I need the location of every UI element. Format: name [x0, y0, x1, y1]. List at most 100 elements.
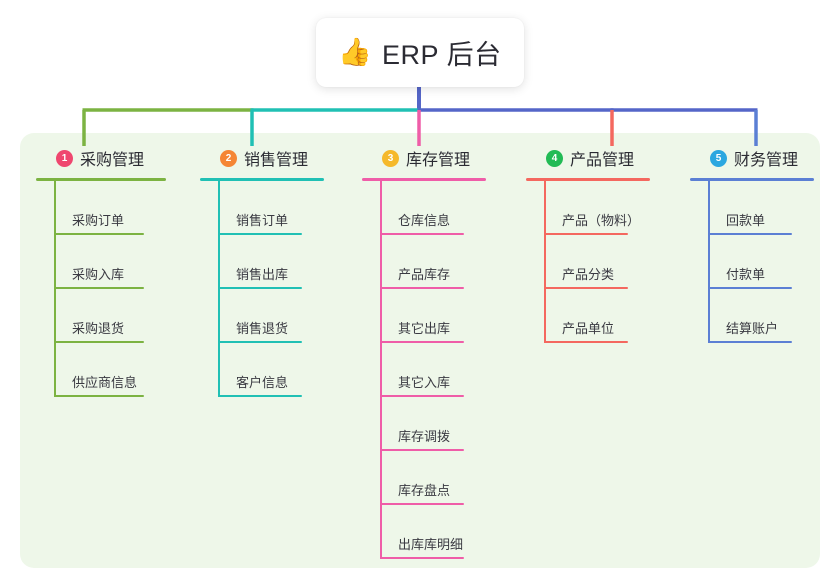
module-item-label: 销售退货 — [236, 321, 289, 336]
module-column-5: 5 财务管理回款单付款单结算账户 — [690, 146, 814, 343]
module-header-5[interactable]: 5 财务管理 — [690, 146, 814, 170]
module-item-underline — [380, 233, 464, 235]
module-item[interactable]: 其它入库 — [362, 343, 486, 397]
module-underline — [526, 178, 650, 181]
module-item[interactable]: 供应商信息 — [36, 343, 166, 397]
module-index-badge: 4 — [546, 149, 563, 167]
module-item-underline — [380, 449, 464, 451]
module-item-label: 产品单位 — [562, 321, 615, 336]
module-item[interactable]: 采购退货 — [36, 289, 166, 343]
module-item-label: 供应商信息 — [72, 375, 138, 390]
module-item-list: 产品（物料） 产品分类产品单位 — [526, 181, 650, 343]
module-item-label: 采购退货 — [72, 321, 125, 336]
module-item[interactable]: 客户信息 — [200, 343, 324, 397]
module-index-badge: 3 — [382, 149, 399, 167]
module-item-underline — [54, 341, 144, 343]
module-item-underline — [380, 287, 464, 289]
module-item[interactable]: 销售订单 — [200, 181, 324, 235]
module-item-list: 仓库信息产品库存其它出库其它入库库存调拨库存盘点出库库明细 — [362, 181, 486, 559]
module-column-1: 1 采购管理采购订单采购入库采购退货供应商信息 — [36, 146, 166, 397]
module-item[interactable]: 库存盘点 — [362, 451, 486, 505]
module-item-label: 付款单 — [726, 267, 766, 282]
module-index-badge: 5 — [710, 149, 727, 167]
module-item-label: 产品库存 — [398, 267, 451, 282]
module-header-2[interactable]: 2 销售管理 — [200, 146, 324, 170]
module-item-list: 采购订单采购入库采购退货供应商信息 — [36, 181, 166, 397]
module-item-label: 产品（物料） — [562, 213, 641, 228]
module-column-4: 4 产品管理产品（物料） 产品分类产品单位 — [526, 146, 650, 343]
module-item-underline — [218, 233, 302, 235]
root-node-title: ERP 后台 — [382, 40, 502, 70]
module-index-badge: 2 — [220, 149, 237, 167]
module-title: 财务管理 — [734, 152, 799, 169]
module-item[interactable]: 产品库存 — [362, 235, 486, 289]
module-item-underline — [544, 287, 628, 289]
module-item-list: 回款单付款单结算账户 — [690, 181, 814, 343]
module-item-underline — [708, 287, 792, 289]
module-item[interactable]: 出库库明细 — [362, 505, 486, 559]
module-title: 采购管理 — [80, 152, 145, 169]
module-index-badge: 1 — [56, 149, 73, 167]
module-item-label: 其它出库 — [398, 321, 451, 336]
module-item-underline — [54, 287, 144, 289]
module-underline — [36, 178, 166, 181]
module-item-spine — [218, 181, 220, 397]
module-item[interactable]: 库存调拨 — [362, 397, 486, 451]
module-item-underline — [218, 395, 302, 397]
module-underline — [362, 178, 486, 181]
module-title: 销售管理 — [244, 152, 309, 169]
module-item[interactable]: 产品（物料） — [526, 181, 650, 235]
module-item-label: 采购入库 — [72, 267, 125, 282]
module-item-label: 出库库明细 — [398, 537, 464, 552]
module-item-underline — [218, 287, 302, 289]
module-item-label: 结算账户 — [726, 321, 779, 336]
module-item[interactable]: 仓库信息 — [362, 181, 486, 235]
module-item-label: 回款单 — [726, 213, 766, 228]
module-item-label: 销售出库 — [236, 267, 289, 282]
module-item-spine — [544, 181, 546, 343]
module-item-underline — [380, 557, 464, 559]
module-item-underline — [54, 395, 144, 397]
module-item-underline — [708, 233, 792, 235]
module-item[interactable]: 其它出库 — [362, 289, 486, 343]
module-item-underline — [708, 341, 792, 343]
module-item-underline — [380, 395, 464, 397]
module-item-label: 产品分类 — [562, 267, 615, 282]
module-item-underline — [380, 341, 464, 343]
module-item[interactable]: 采购订单 — [36, 181, 166, 235]
module-item[interactable]: 结算账户 — [690, 289, 814, 343]
module-item[interactable]: 销售出库 — [200, 235, 324, 289]
module-underline — [200, 178, 324, 181]
module-item-list: 销售订单销售出库销售退货客户信息 — [200, 181, 324, 397]
module-title: 产品管理 — [570, 152, 635, 169]
module-item-spine — [54, 181, 56, 397]
module-header-1[interactable]: 1 采购管理 — [36, 146, 166, 170]
root-node-card[interactable]: 👍 ERP 后台 — [316, 18, 524, 87]
module-item-label: 库存盘点 — [398, 483, 451, 498]
module-header-4[interactable]: 4 产品管理 — [526, 146, 650, 170]
module-item-underline — [218, 341, 302, 343]
module-item[interactable]: 回款单 — [690, 181, 814, 235]
module-item[interactable]: 销售退货 — [200, 289, 324, 343]
module-item[interactable]: 产品分类 — [526, 235, 650, 289]
module-item[interactable]: 采购入库 — [36, 235, 166, 289]
module-item-underline — [544, 341, 628, 343]
module-underline — [690, 178, 814, 181]
module-header-3[interactable]: 3 库存管理 — [362, 146, 486, 170]
module-column-2: 2 销售管理销售订单销售出库销售退货客户信息 — [200, 146, 324, 397]
module-item[interactable]: 产品单位 — [526, 289, 650, 343]
module-title: 库存管理 — [406, 152, 471, 169]
module-item-label: 其它入库 — [398, 375, 451, 390]
module-item-label: 客户信息 — [236, 375, 289, 390]
thumbs-up-icon: 👍 — [338, 37, 373, 67]
module-item-label: 采购订单 — [72, 213, 125, 228]
module-item[interactable]: 付款单 — [690, 235, 814, 289]
module-item-label: 库存调拨 — [398, 429, 451, 444]
module-item-underline — [380, 503, 464, 505]
module-item-underline — [544, 233, 628, 235]
module-item-spine — [380, 181, 382, 559]
module-item-underline — [54, 233, 144, 235]
modules-panel — [20, 133, 820, 568]
